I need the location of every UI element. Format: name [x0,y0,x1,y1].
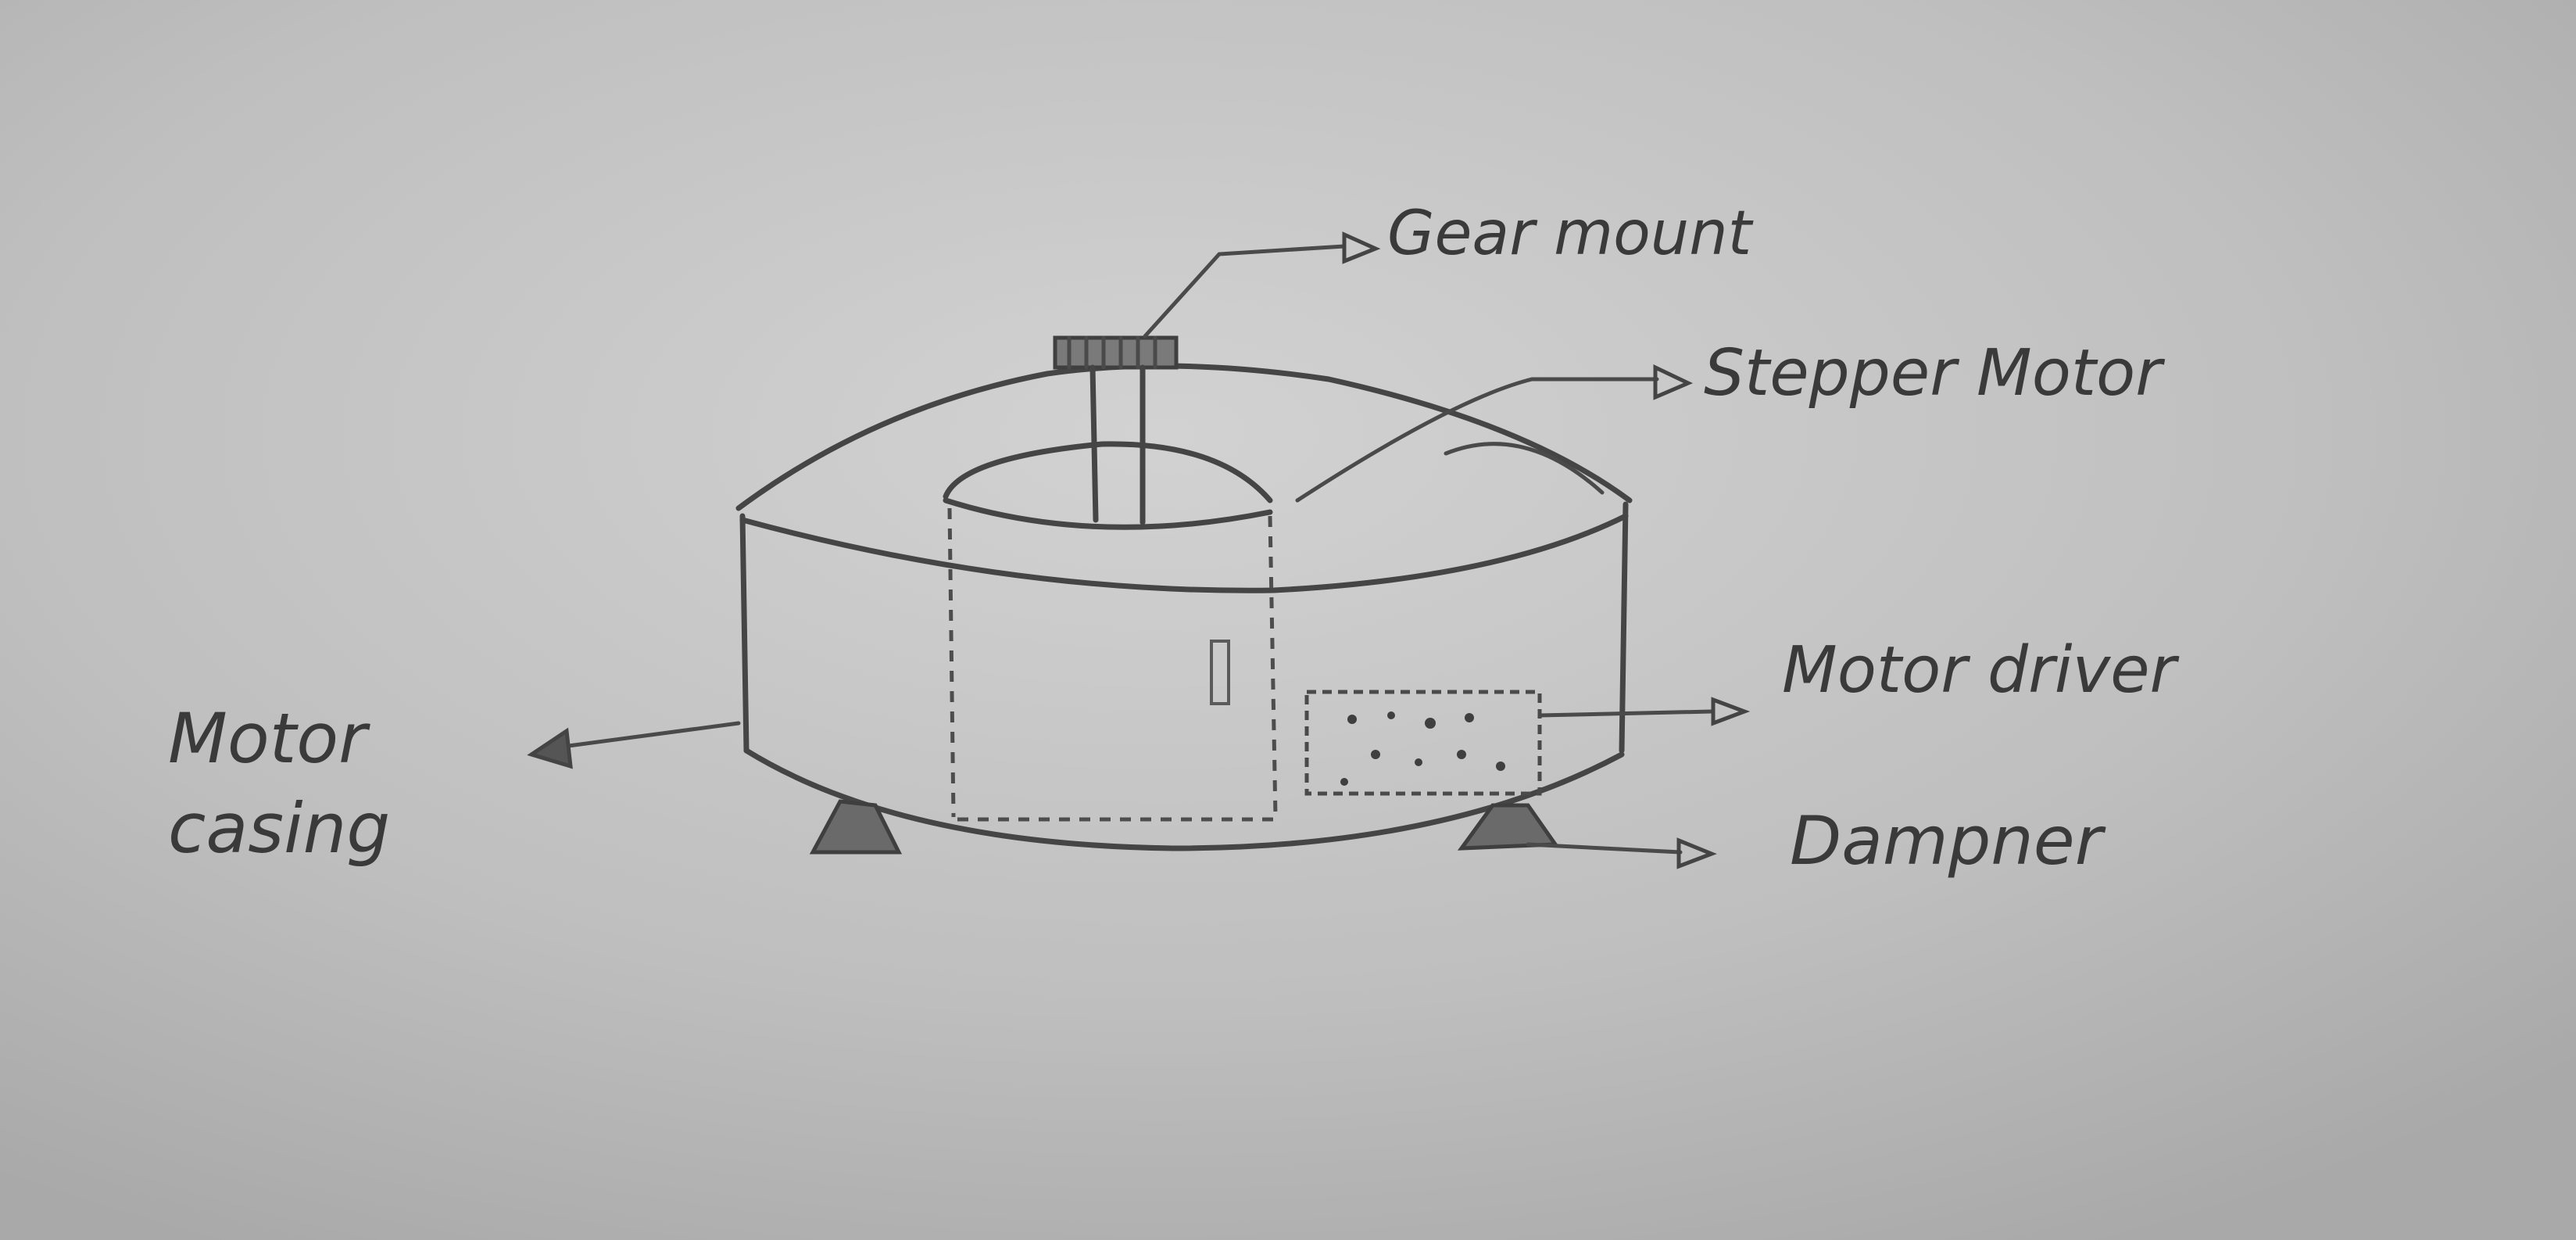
leader-lines [527,231,1751,869]
gear-mount-label: Gear mount [1387,199,1754,269]
gear-mount-drawing [1053,335,1179,525]
motor-driver-drawing [1304,690,1542,796]
stepper-motor-drawing [943,441,1278,822]
slot-mark [1210,640,1230,705]
motor-casing-label-line2: casing [168,788,390,869]
stepper-motor-label: Stepper Motor [1704,336,2165,410]
motor-driver-label: Motor driver [1782,633,2180,708]
motor-casing-label-line1: Motor [168,698,370,779]
dampner-label: Dampner [1790,802,2106,880]
dampner-drawing [809,799,1559,855]
